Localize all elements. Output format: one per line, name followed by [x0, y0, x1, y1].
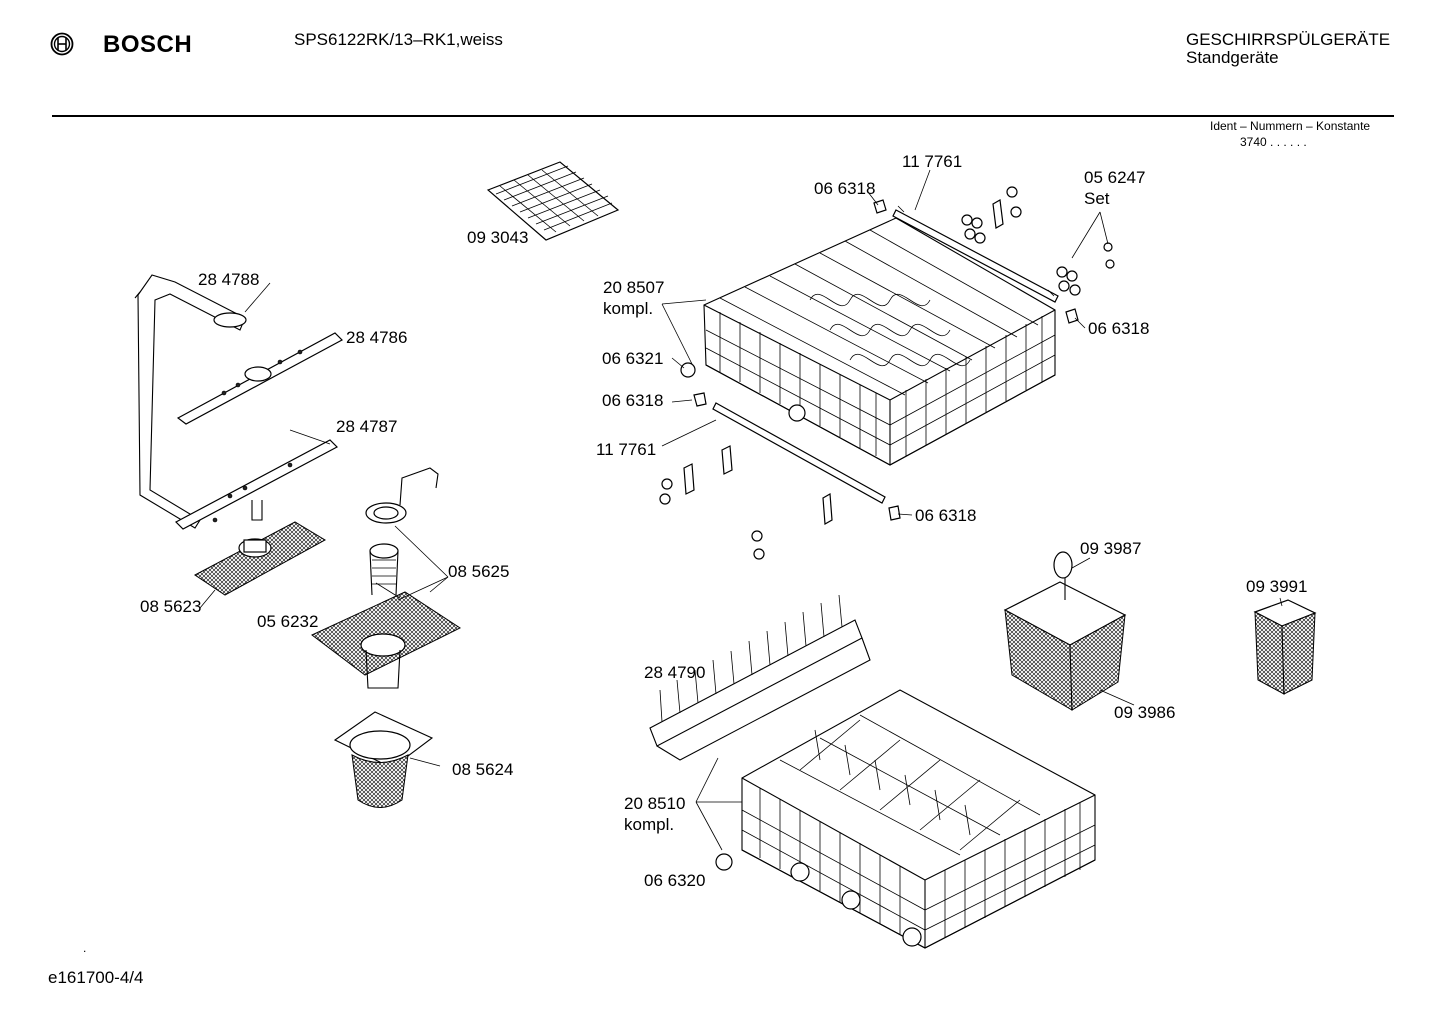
ring-085625 [365, 467, 439, 524]
label-093987: 09 3987 [1080, 539, 1142, 558]
leader-lines [199, 169, 1283, 851]
ident-label: Ident – Nummern – Konstante [1210, 119, 1371, 133]
label-093991: 09 3991 [1246, 577, 1308, 596]
label-284790: 28 4790 [644, 663, 706, 682]
category-title: GESCHIRRSPÜLGERÄTE [1186, 30, 1391, 49]
label-056232: 05 6232 [257, 612, 319, 631]
rail-117761-bottom [712, 402, 886, 504]
label-066318-c: 06 6318 [602, 391, 664, 410]
label-093986: 09 3986 [1114, 703, 1176, 722]
label-056247: 05 6247 [1084, 168, 1146, 187]
label-066318-a: 06 6318 [814, 179, 876, 198]
spray-arm-284787 [175, 439, 338, 530]
label-284788: 28 4788 [198, 270, 260, 289]
label-085624: 08 5624 [452, 760, 514, 779]
wheel-set-056247 [659, 186, 1115, 560]
filter-cup-085624 [333, 711, 434, 808]
brand-name: BOSCH [103, 31, 193, 58]
label-208510: 20 8510 [624, 794, 686, 813]
ident-value: 3740 . . . . . . [1240, 135, 1307, 149]
spray-base-085623 [194, 521, 327, 596]
label-066318-d: 06 6318 [915, 506, 977, 525]
label-066320: 06 6320 [644, 871, 706, 890]
header-divider [52, 115, 1394, 117]
label-117761-top: 11 7761 [902, 152, 963, 171]
label-284787: 28 4787 [336, 417, 398, 436]
supply-pipe-284788 [134, 274, 247, 529]
label-208507: 20 8507 [603, 278, 665, 297]
footer-dot: . [83, 941, 87, 955]
label-085623: 08 5623 [140, 597, 202, 616]
lower-basket [715, 689, 1096, 949]
rack-rows-284790 [649, 594, 871, 761]
fine-filter-plate [311, 591, 462, 689]
cutlery-basket-093986 [1003, 551, 1127, 711]
label-085625: 08 5625 [448, 562, 510, 581]
label-056247-set: Set [1084, 189, 1110, 208]
model-number: SPS6122RK/13–RK1,weiss [294, 30, 503, 49]
label-117761-bottom: 11 7761 [596, 440, 657, 459]
cutlery-basket-093991 [1253, 599, 1317, 695]
label-208510-kompl: kompl. [624, 815, 675, 834]
document-id: e161700-4/4 [48, 968, 144, 987]
label-208507-kompl: kompl. [603, 299, 654, 318]
subcategory-title: Standgeräte [1186, 48, 1279, 67]
label-066321: 06 6321 [602, 349, 664, 368]
label-093043: 09 3043 [467, 228, 529, 247]
rail-117761-top [892, 205, 1059, 303]
rack-insert-093043 [486, 161, 620, 241]
bosch-logo-icon [50, 32, 74, 56]
label-066318-b: 06 6318 [1088, 319, 1150, 338]
tube-056232 [369, 543, 399, 596]
label-284786: 28 4786 [346, 328, 408, 347]
spray-arm-284786 [176, 332, 343, 425]
end-caps-066318 [693, 199, 1079, 521]
